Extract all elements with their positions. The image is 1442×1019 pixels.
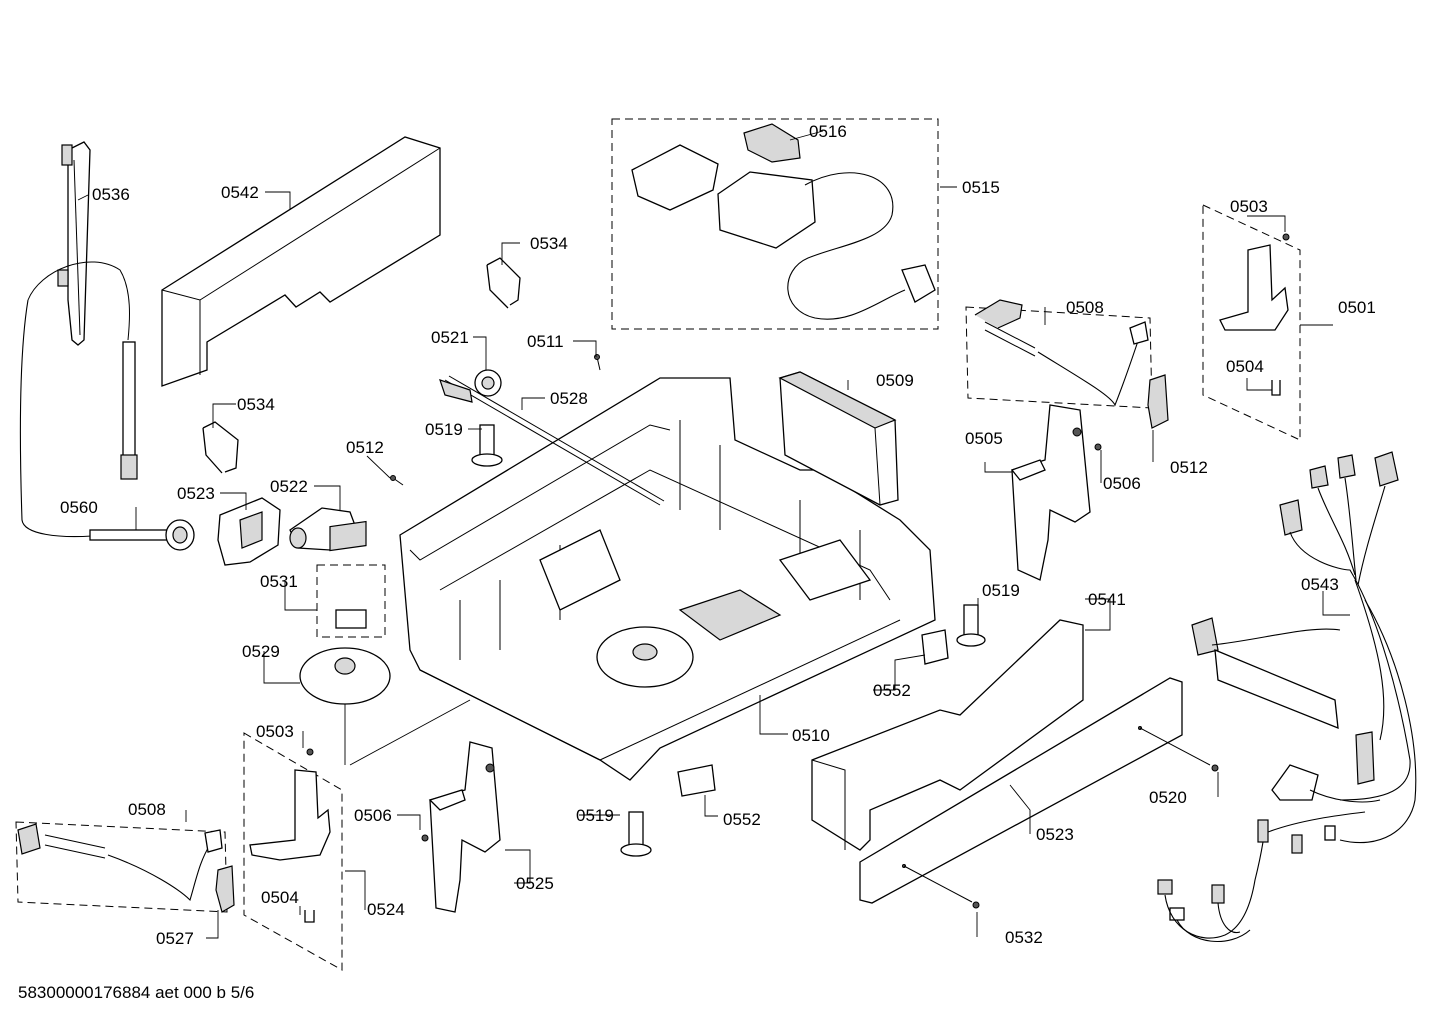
label-0519-right: 0519 — [982, 581, 1020, 600]
part-number-labels: 0536 0542 0534 0534 0521 0511 0528 0519 … — [60, 122, 1376, 948]
label-0504-lower: 0504 — [261, 888, 299, 907]
label-0524: 0523 — [177, 484, 215, 503]
label-0525: 0524 — [367, 900, 405, 919]
label-0541: 0541 — [1088, 590, 1126, 609]
label-0503-upper: 0503 — [1230, 197, 1268, 216]
label-0552-lower: 0552 — [723, 810, 761, 829]
leveling-rod-0536 — [27, 141, 130, 346]
hook-0509 — [1147, 374, 1169, 429]
label-0515: 0515 — [962, 178, 1000, 197]
actuator-0524 — [217, 497, 281, 566]
label-0532: 0531 — [260, 572, 298, 591]
label-0534-lower: 0534 — [237, 395, 275, 414]
label-0528: 0527 — [156, 929, 194, 948]
disc-0531 — [299, 647, 391, 705]
label-0529: 0528 — [550, 389, 588, 408]
label-0504-upper: 0504 — [1226, 357, 1264, 376]
label-0508-upper: 0508 — [1066, 298, 1104, 317]
label-0508-lower: 0508 — [128, 800, 166, 819]
label-0534-upper: 0534 — [530, 234, 568, 253]
label-0519-upper: 0519 — [425, 420, 463, 439]
bracket-0552-a — [921, 629, 949, 665]
screw-0512-b — [390, 475, 404, 486]
foot-0519-c — [620, 811, 652, 857]
screw-0512-a — [594, 354, 601, 371]
group-box-0508-left — [15, 821, 228, 913]
group-box-0501 — [1202, 204, 1301, 441]
screw-0506-right — [1094, 443, 1102, 451]
label-0543: 0543 — [1301, 575, 1339, 594]
label-0512-upper: 0511 — [527, 332, 564, 351]
base-tub-0511 — [399, 377, 936, 781]
pulley-0560 — [89, 519, 195, 551]
label-0542: 0542 — [221, 183, 259, 202]
module-0510 — [778, 371, 899, 506]
label-0527: 0525 — [516, 874, 554, 893]
label-0520: 0521 — [431, 328, 469, 347]
label-0536: 0536 — [92, 185, 130, 204]
screw-0506-left — [421, 834, 429, 842]
bracket-0552-b — [677, 764, 716, 797]
label-0505: 0505 — [965, 429, 1003, 448]
bowden-cable-0560 — [19, 299, 93, 538]
rod-0529 — [439, 375, 665, 506]
harness-0543 — [1157, 451, 1417, 943]
foot-0519-a — [471, 424, 503, 467]
label-0503-lower: 0503 — [256, 722, 294, 741]
label-0521: 0522 — [270, 477, 308, 496]
hook-0528 — [215, 865, 235, 913]
strip-0522 — [859, 677, 1183, 904]
drawing-number-footer: 58300000176884 aet 000 b 5/6 — [18, 983, 254, 1002]
label-0509: 0512 — [1170, 458, 1208, 477]
hinge-0525 — [249, 748, 331, 923]
label-0506-lower: 0506 — [354, 806, 392, 825]
shaft-tube — [120, 341, 138, 480]
panel-0541 — [811, 619, 1084, 851]
label-0560: 0560 — [60, 498, 98, 517]
label-0511: 0510 — [792, 726, 830, 745]
gear-0520 — [474, 369, 502, 397]
label-0506-upper: 0506 — [1103, 474, 1141, 493]
label-0523-right: 0520 — [1149, 788, 1187, 807]
screw-0523-right — [1139, 727, 1219, 772]
hinge-0501 — [1219, 233, 1290, 396]
label-0512-lower: 0512 — [346, 438, 384, 457]
group-box-0525 — [243, 732, 343, 971]
bracket-0534-lower — [202, 421, 239, 474]
screw-0523-bottom — [903, 865, 980, 909]
group-box-0515 — [611, 118, 939, 330]
label-0516: 0516 — [809, 122, 847, 141]
foot-0519-b — [956, 604, 986, 647]
bracket-0534-upper — [486, 257, 521, 309]
switch-0532 — [329, 520, 367, 629]
label-0531: 0529 — [242, 642, 280, 661]
group-box-0532 — [316, 564, 386, 638]
hinge-0527 — [428, 741, 501, 913]
mains-cable-0515 — [631, 123, 936, 320]
label-0523-bottom: 0532 — [1005, 928, 1043, 947]
label-0552-upper: 0552 — [873, 681, 911, 700]
label-0519-lower: 0519 — [576, 806, 614, 825]
spring-0508-left — [17, 823, 223, 902]
label-0501: 0501 — [1338, 298, 1376, 317]
label-0522: 0523 — [1036, 825, 1074, 844]
label-0510: 0509 — [876, 371, 914, 390]
panel-0542 — [161, 136, 441, 387]
hinge-0505 — [1010, 404, 1091, 581]
leader-lines — [77, 130, 1350, 939]
spring-0508-right — [974, 299, 1149, 407]
